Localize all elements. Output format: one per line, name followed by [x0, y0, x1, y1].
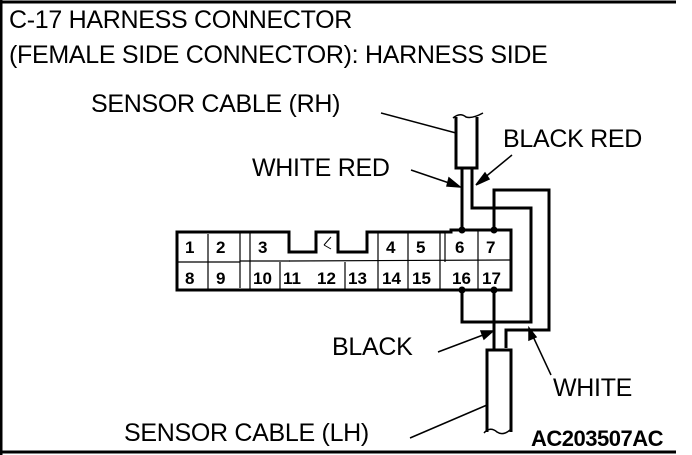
pin-17: 17: [482, 269, 501, 288]
pin-7: 7: [486, 238, 495, 257]
pin-1: 1: [185, 238, 194, 257]
label-white: WHITE: [553, 374, 633, 402]
pin-16: 16: [452, 269, 471, 288]
pin-15: 15: [412, 269, 431, 288]
sensor-cable-lh: [483, 348, 513, 435]
diagram-title-line2: (FEMALE SIDE CONNECTOR): HARNESS SIDE: [9, 41, 548, 69]
pin-5: 5: [416, 238, 425, 257]
diagram-title-line1: C-17 HARNESS CONNECTOR: [9, 6, 352, 34]
sensor-cable-rh: [452, 112, 484, 170]
label-white-red: WHITE RED: [252, 154, 390, 182]
pin-14: 14: [382, 269, 401, 288]
label-sensor-cable-rh: SENSOR CABLE (RH): [91, 90, 341, 118]
pin-2: 2: [216, 238, 225, 257]
pin-labels: 1 2 3 4 5 6 7 8 9 10 11 12 13 14 15 16 1…: [185, 238, 501, 288]
diagram-border: [0, 0, 676, 455]
label-black-red: BLACK RED: [503, 125, 643, 153]
wires-loop: [460, 188, 551, 350]
pin-4: 4: [386, 238, 396, 257]
figure-code: AC203507AC: [531, 428, 663, 450]
pin-6: 6: [455, 238, 464, 257]
pin-10: 10: [253, 269, 272, 288]
label-sensor-cable-lh: SENSOR CABLE (LH): [124, 419, 369, 447]
label-black: BLACK: [332, 333, 413, 361]
leader-lines: [380, 112, 552, 439]
pin-9: 9: [216, 269, 225, 288]
pin-3: 3: [258, 238, 267, 257]
pin-11: 11: [283, 269, 301, 288]
latch-icon: [323, 236, 332, 250]
junction-dots: [458, 226, 498, 294]
pin-12: 12: [317, 269, 336, 288]
pin-13: 13: [348, 269, 367, 288]
connector-body: [175, 228, 513, 292]
pin-8: 8: [185, 269, 194, 288]
